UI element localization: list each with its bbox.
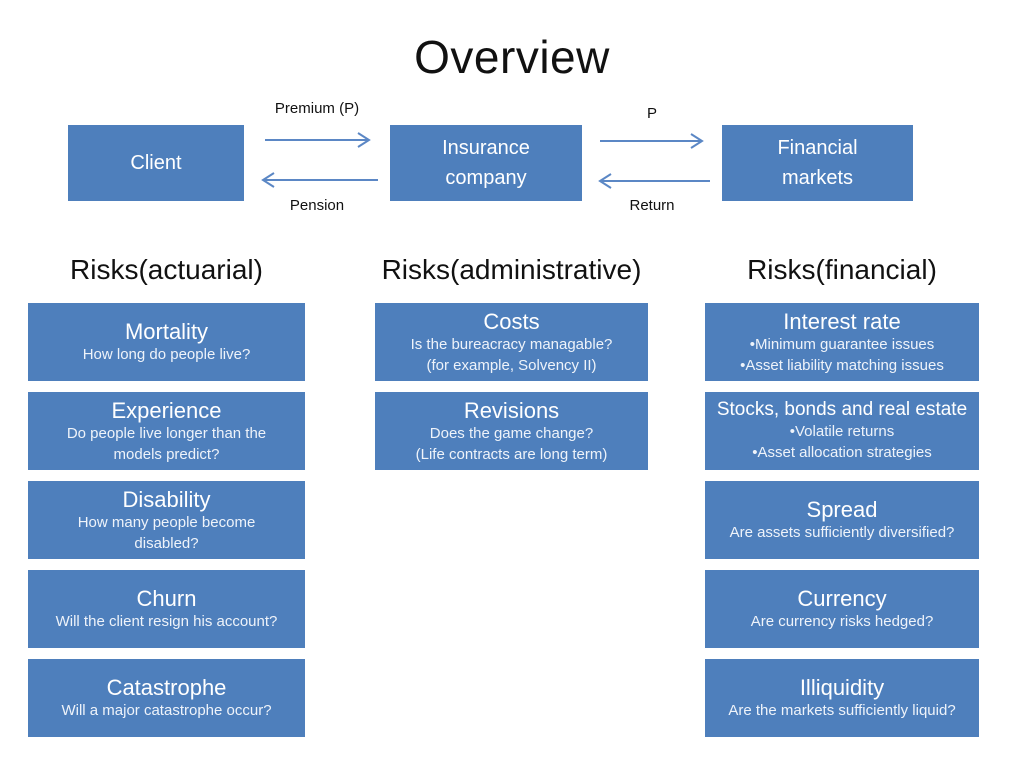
risk-box-line: Does the game change?	[429, 425, 594, 443]
risk-box-line: Are currency risks hedged?	[750, 613, 934, 631]
risk-box-line: •Asset liability matching issues	[740, 356, 944, 374]
risk-box-title: Catastrophe	[106, 674, 227, 700]
risk-box-line: Will a major catastrophe occur?	[61, 702, 272, 720]
risk-column-financial: Interest rate •Minimum guarantee issues •A…	[705, 303, 979, 737]
risk-box-line: models predict?	[113, 445, 220, 463]
risk-box-title: Disability	[122, 486, 211, 512]
premium-arrow	[265, 132, 371, 148]
risk-box-title: Experience	[111, 397, 222, 423]
flow-node-client: Client	[68, 125, 244, 201]
risk-box-title: Stocks, bonds and real estate	[716, 399, 968, 421]
risk-box-title: Currency	[797, 585, 887, 611]
risk-box-line: •Volatile returns	[789, 423, 895, 441]
risk-box-line: •Minimum guarantee issues	[749, 336, 935, 354]
risk-box-line: (Life contracts are long term)	[415, 445, 608, 463]
client-insurance-arrows	[261, 132, 378, 188]
risk-box-line: Are the markets sufficiently liquid?	[728, 702, 956, 720]
risk-box-title: Interest rate	[783, 308, 901, 334]
column-header-actuarial: Risks(actuarial)	[70, 254, 263, 285]
risk-box-title: Illiquidity	[799, 674, 885, 700]
risk-box-line: How many people become	[77, 514, 256, 532]
risk-column-administrative: Costs Is the bureacracy managable? (for ex…	[375, 303, 648, 470]
risk-box-title: Revisions	[463, 397, 560, 423]
risk-box-line: Are assets sufficiently diversified?	[729, 524, 955, 542]
p-arrow-label: P	[646, 105, 657, 122]
return-arrow-label: Return	[629, 197, 675, 214]
risk-box-title: Churn	[136, 585, 197, 611]
flow-node-label-line: Insurance	[442, 137, 530, 159]
flow-node-label-line: Financial	[777, 137, 858, 159]
risk-box-title: Mortality	[124, 318, 209, 344]
risk-box-line: •Asset allocation strategies	[752, 443, 932, 461]
pension-arrow-label: Pension	[289, 197, 345, 214]
risk-box-title: Costs	[483, 308, 540, 334]
flow-node-insurance-company: Insurance company	[390, 125, 582, 201]
risk-box-costs: Costs Is the bureacracy managable? (for ex…	[375, 303, 648, 381]
p-arrow	[600, 133, 704, 149]
risk-box-line: How long do people live?	[82, 346, 251, 364]
risk-box-line: (for example, Solvency II)	[426, 356, 597, 374]
risk-box-line: disabled?	[134, 534, 199, 552]
return-arrow	[598, 173, 710, 189]
flow-node-label-line: Client	[130, 152, 182, 174]
risk-box-line: Is the bureacracy managable?	[410, 336, 613, 354]
page-title: Overview	[414, 31, 610, 83]
risk-box-line: Do people live longer than the	[66, 425, 267, 443]
risk-box-stocks-bonds-and-real-estate: Stocks, bonds and real estate •Volatile r…	[705, 392, 979, 470]
risk-box-line: Will the client resign his account?	[55, 613, 278, 631]
risk-box-experience: Experience Do people live longer than the…	[28, 392, 305, 470]
column-header-administrative: Risks(administrative)	[381, 254, 642, 285]
column-header-financial: Risks(financial)	[747, 254, 937, 285]
pension-arrow	[261, 172, 378, 188]
insurance-markets-arrows	[598, 133, 710, 189]
risk-box-interest-rate: Interest rate •Minimum guarantee issues •A…	[705, 303, 979, 381]
flow-node-financial-markets: Financial markets	[722, 125, 913, 201]
premium-arrow-label: Premium (P)	[274, 100, 360, 117]
risk-box-title: Spread	[806, 496, 878, 522]
flow-node-label-line: company	[445, 167, 527, 189]
flow-node-label-line: markets	[781, 167, 854, 189]
